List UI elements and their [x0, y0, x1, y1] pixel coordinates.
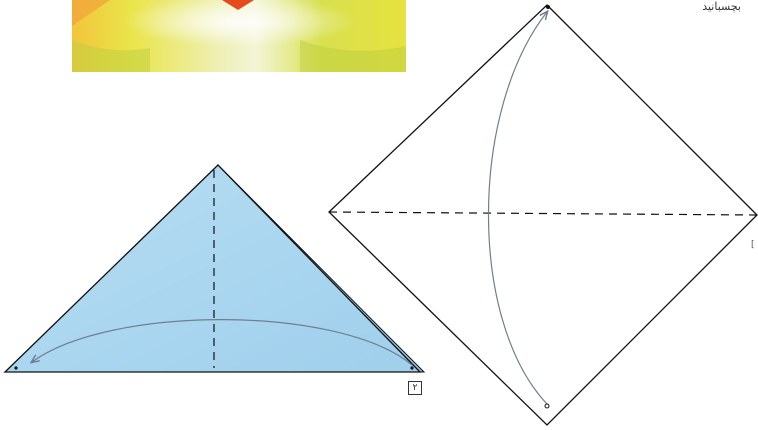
step-2-number-badge: ٢ — [408, 381, 422, 395]
caption-text: بچسبانید — [702, 0, 741, 13]
right-corner-dot — [410, 366, 413, 369]
partial-step-mark: [ — [751, 240, 755, 250]
reference-photo — [72, 0, 406, 72]
left-corner-dot — [14, 366, 17, 369]
top-corner-dot — [546, 5, 550, 9]
